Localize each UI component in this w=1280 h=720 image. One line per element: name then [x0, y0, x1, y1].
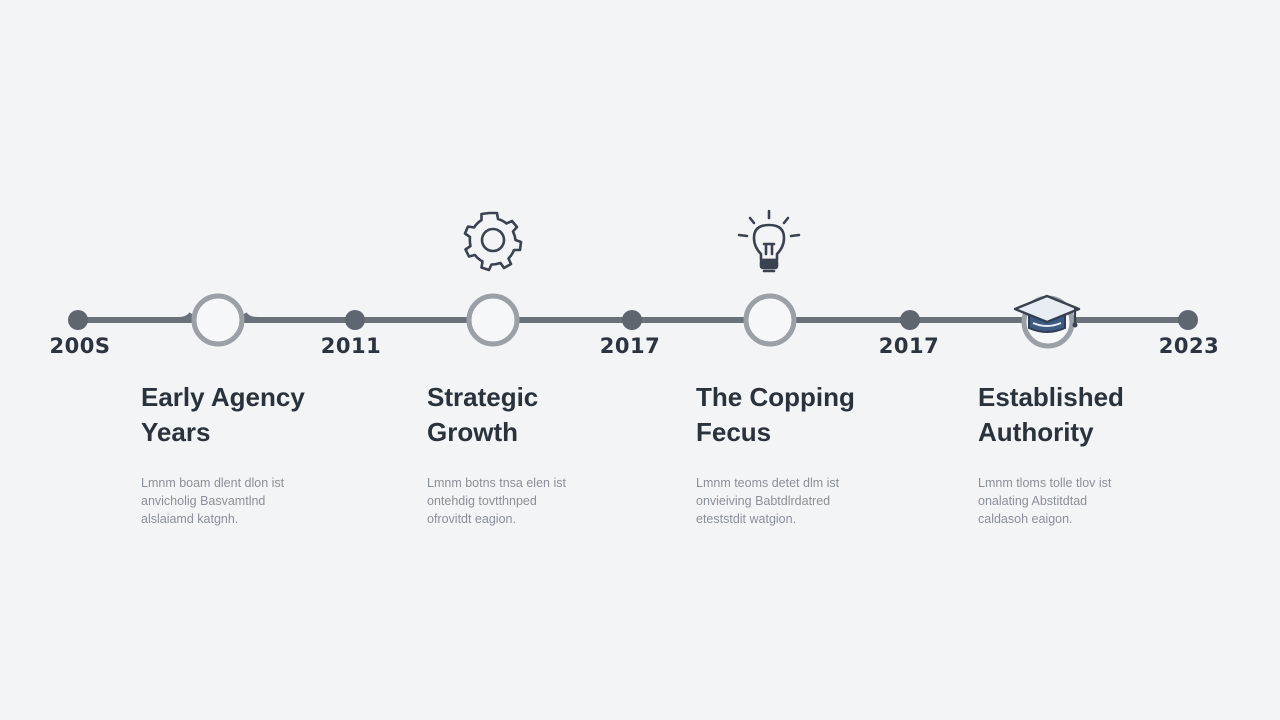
year-dot: [900, 310, 920, 330]
year-label-1: 200S: [49, 334, 111, 358]
stage-description: Lmnm tloms tolle tlov ist onalating Abst…: [978, 476, 1112, 526]
year-dot: [345, 310, 365, 330]
year-label-2: 2011: [320, 334, 382, 358]
year-label-4: 2017: [878, 334, 940, 358]
stage-copping-focus: The Copping Fecus Lmnm teoms detet dlm i…: [696, 380, 936, 528]
year-dot: [1178, 310, 1198, 330]
stage-early-agency: Early Agency Years Lmnm boam dlent dlon …: [141, 380, 381, 528]
stage-description: Lmnm botns tnsa elen ist ontehdig tovtth…: [427, 476, 566, 526]
stage-title: Strategic Growth: [427, 382, 539, 447]
stage-node: [743, 293, 797, 347]
year-label-3: 2017: [599, 334, 661, 358]
lightbulb-icon: [737, 209, 801, 273]
stage-strategic-growth: Strategic Growth Lmnm botns tnsa elen is…: [427, 380, 667, 528]
year-dot: [622, 310, 642, 330]
year-dot: [68, 310, 88, 330]
stage-node: [466, 293, 520, 347]
stage-established-authority: Established Authority Lmnm tloms tolle t…: [978, 380, 1218, 528]
stage-title: The Copping Fecus: [696, 382, 855, 447]
stage-description: Lmnm boam dlent dlon ist anvicholig Basv…: [141, 476, 285, 526]
stage-description: Lmnm teoms detet dlm ist onvieiving Babt…: [696, 476, 840, 526]
graduation-cap-icon: [1013, 294, 1081, 333]
stage-title: Established Authority: [978, 382, 1124, 447]
year-label-5: 2023: [1158, 334, 1220, 358]
stage-node: [177, 293, 259, 347]
stage-title: Early Agency Years: [141, 382, 305, 447]
gear-icon: [463, 211, 523, 272]
